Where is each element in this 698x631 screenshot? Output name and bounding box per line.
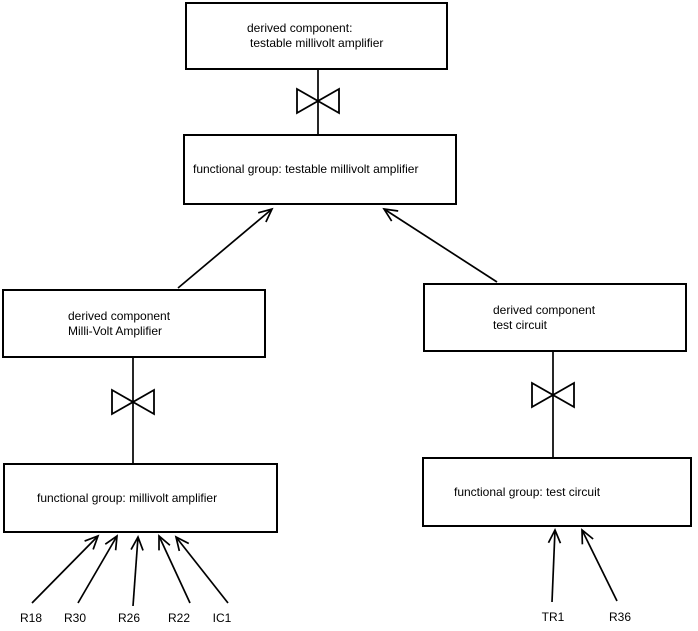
arrow-tr1 bbox=[547, 527, 562, 603]
arrow-right-derived-to-top-functional bbox=[382, 207, 498, 283]
component-label-ic1: IC1 bbox=[212, 611, 232, 625]
arrow-left-derived-to-top-functional bbox=[177, 207, 274, 289]
component-label-r18: R18 bbox=[19, 611, 43, 625]
arrow-r22 bbox=[158, 534, 191, 604]
node-functional-group-test-circuit: functional group: test circuit bbox=[422, 457, 692, 527]
node-text: testable millivolt amplifier bbox=[250, 36, 384, 50]
arrow-r30 bbox=[77, 534, 119, 604]
bowtie-icon-top bbox=[296, 87, 340, 115]
node-functional-group-testable-millivolt-amplifier: functional group: testable millivolt amp… bbox=[183, 134, 457, 205]
component-label-r30: R30 bbox=[63, 611, 87, 625]
node-text: functional group: test circuit bbox=[454, 484, 601, 499]
node-text: functional group: millivolt amplifier bbox=[37, 490, 218, 505]
bowtie-icon-left bbox=[111, 388, 155, 416]
node-text: Milli-Volt Amplifier bbox=[68, 323, 163, 338]
component-label-r36: R36 bbox=[608, 610, 632, 624]
component-label-r26: R26 bbox=[117, 611, 141, 625]
bowtie-icon-right bbox=[531, 381, 575, 409]
node-functional-group-millivolt-amplifier: functional group: millivolt amplifier bbox=[3, 463, 278, 533]
node-text: derived component bbox=[493, 302, 596, 317]
arrow-ic1 bbox=[174, 535, 229, 604]
node-derived-milli-volt-amplifier: derived component Milli-Volt Amplifier bbox=[2, 289, 266, 358]
node-derived-testable-millivolt-amplifier: derived component: testable millivolt am… bbox=[185, 2, 448, 70]
node-text: functional group: testable millivolt amp… bbox=[193, 162, 419, 176]
node-text: derived component: bbox=[247, 21, 353, 35]
node-derived-test-circuit: derived component test circuit bbox=[423, 283, 687, 352]
arrow-r18 bbox=[31, 534, 100, 604]
component-label-r22: R22 bbox=[167, 611, 191, 625]
arrow-r36 bbox=[581, 528, 618, 602]
component-label-tr1: TR1 bbox=[541, 610, 565, 624]
arrow-r26 bbox=[130, 534, 144, 607]
node-text: test circuit bbox=[493, 317, 548, 332]
node-text: derived component bbox=[68, 308, 171, 323]
